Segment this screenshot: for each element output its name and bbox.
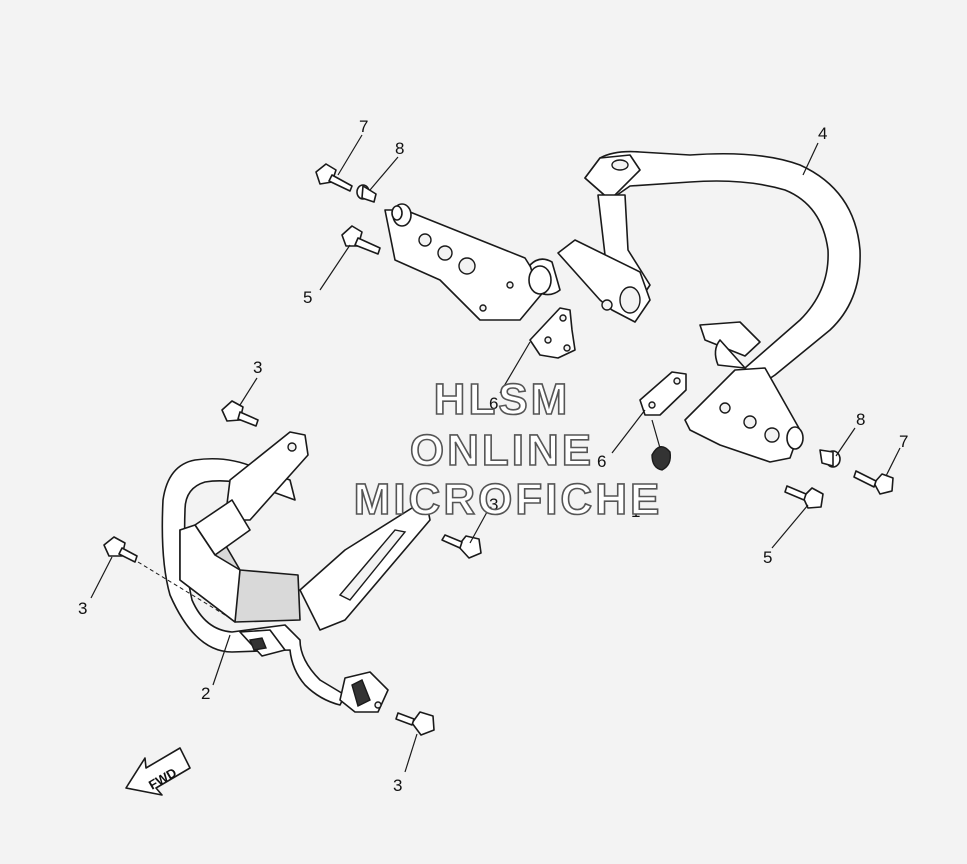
rear-bumper-bar (384, 150, 861, 463)
watermark: HLSM ONLINE MICROFICHE (353, 374, 663, 525)
collar-8-right (819, 449, 841, 468)
forward-arrow-icon: FWD (125, 747, 191, 796)
bolt-7-left (315, 163, 353, 192)
callout-2: 2 (201, 684, 210, 703)
watermark-line-2: ONLINE (410, 426, 594, 475)
stay-bracket-left (529, 307, 576, 359)
bolt-7-right (853, 470, 894, 495)
callout-8-left: 8 (395, 139, 404, 158)
collar-8-left (356, 184, 377, 203)
watermark-line-1: HLSM (434, 375, 571, 424)
clamp-part (651, 419, 672, 471)
callout-5-lower: 5 (763, 548, 772, 567)
bolt-5-upper (341, 225, 381, 255)
bolt-5-lower (784, 485, 824, 509)
front-bumper-guard (137, 431, 431, 713)
callout-7-left: 7 (359, 117, 368, 136)
bolt-3-left (103, 536, 138, 563)
leader-lines (90, 134, 901, 773)
bolt-3-middle (441, 534, 482, 559)
stay-bracket-right (639, 371, 687, 416)
callout-3-left: 3 (78, 599, 87, 618)
collar-bracket-left (391, 203, 412, 227)
callout-6-left: 6 (489, 394, 498, 413)
callout-4: 4 (818, 124, 827, 143)
callout-6-right: 6 (597, 452, 606, 471)
callout-8-right: 8 (856, 410, 865, 429)
callout-3-middle: 3 (489, 495, 498, 514)
watermark-line-3: MICROFICHE (354, 475, 663, 524)
callout-3-lower: 3 (393, 776, 402, 795)
callout-3-upper: 3 (253, 358, 262, 377)
callout-1: 1 (631, 502, 640, 521)
bolt-3-upper (221, 400, 259, 427)
callout-5-upper: 5 (303, 288, 312, 307)
bolt-3-lower (395, 711, 435, 736)
callout-7-right: 7 (899, 432, 908, 451)
